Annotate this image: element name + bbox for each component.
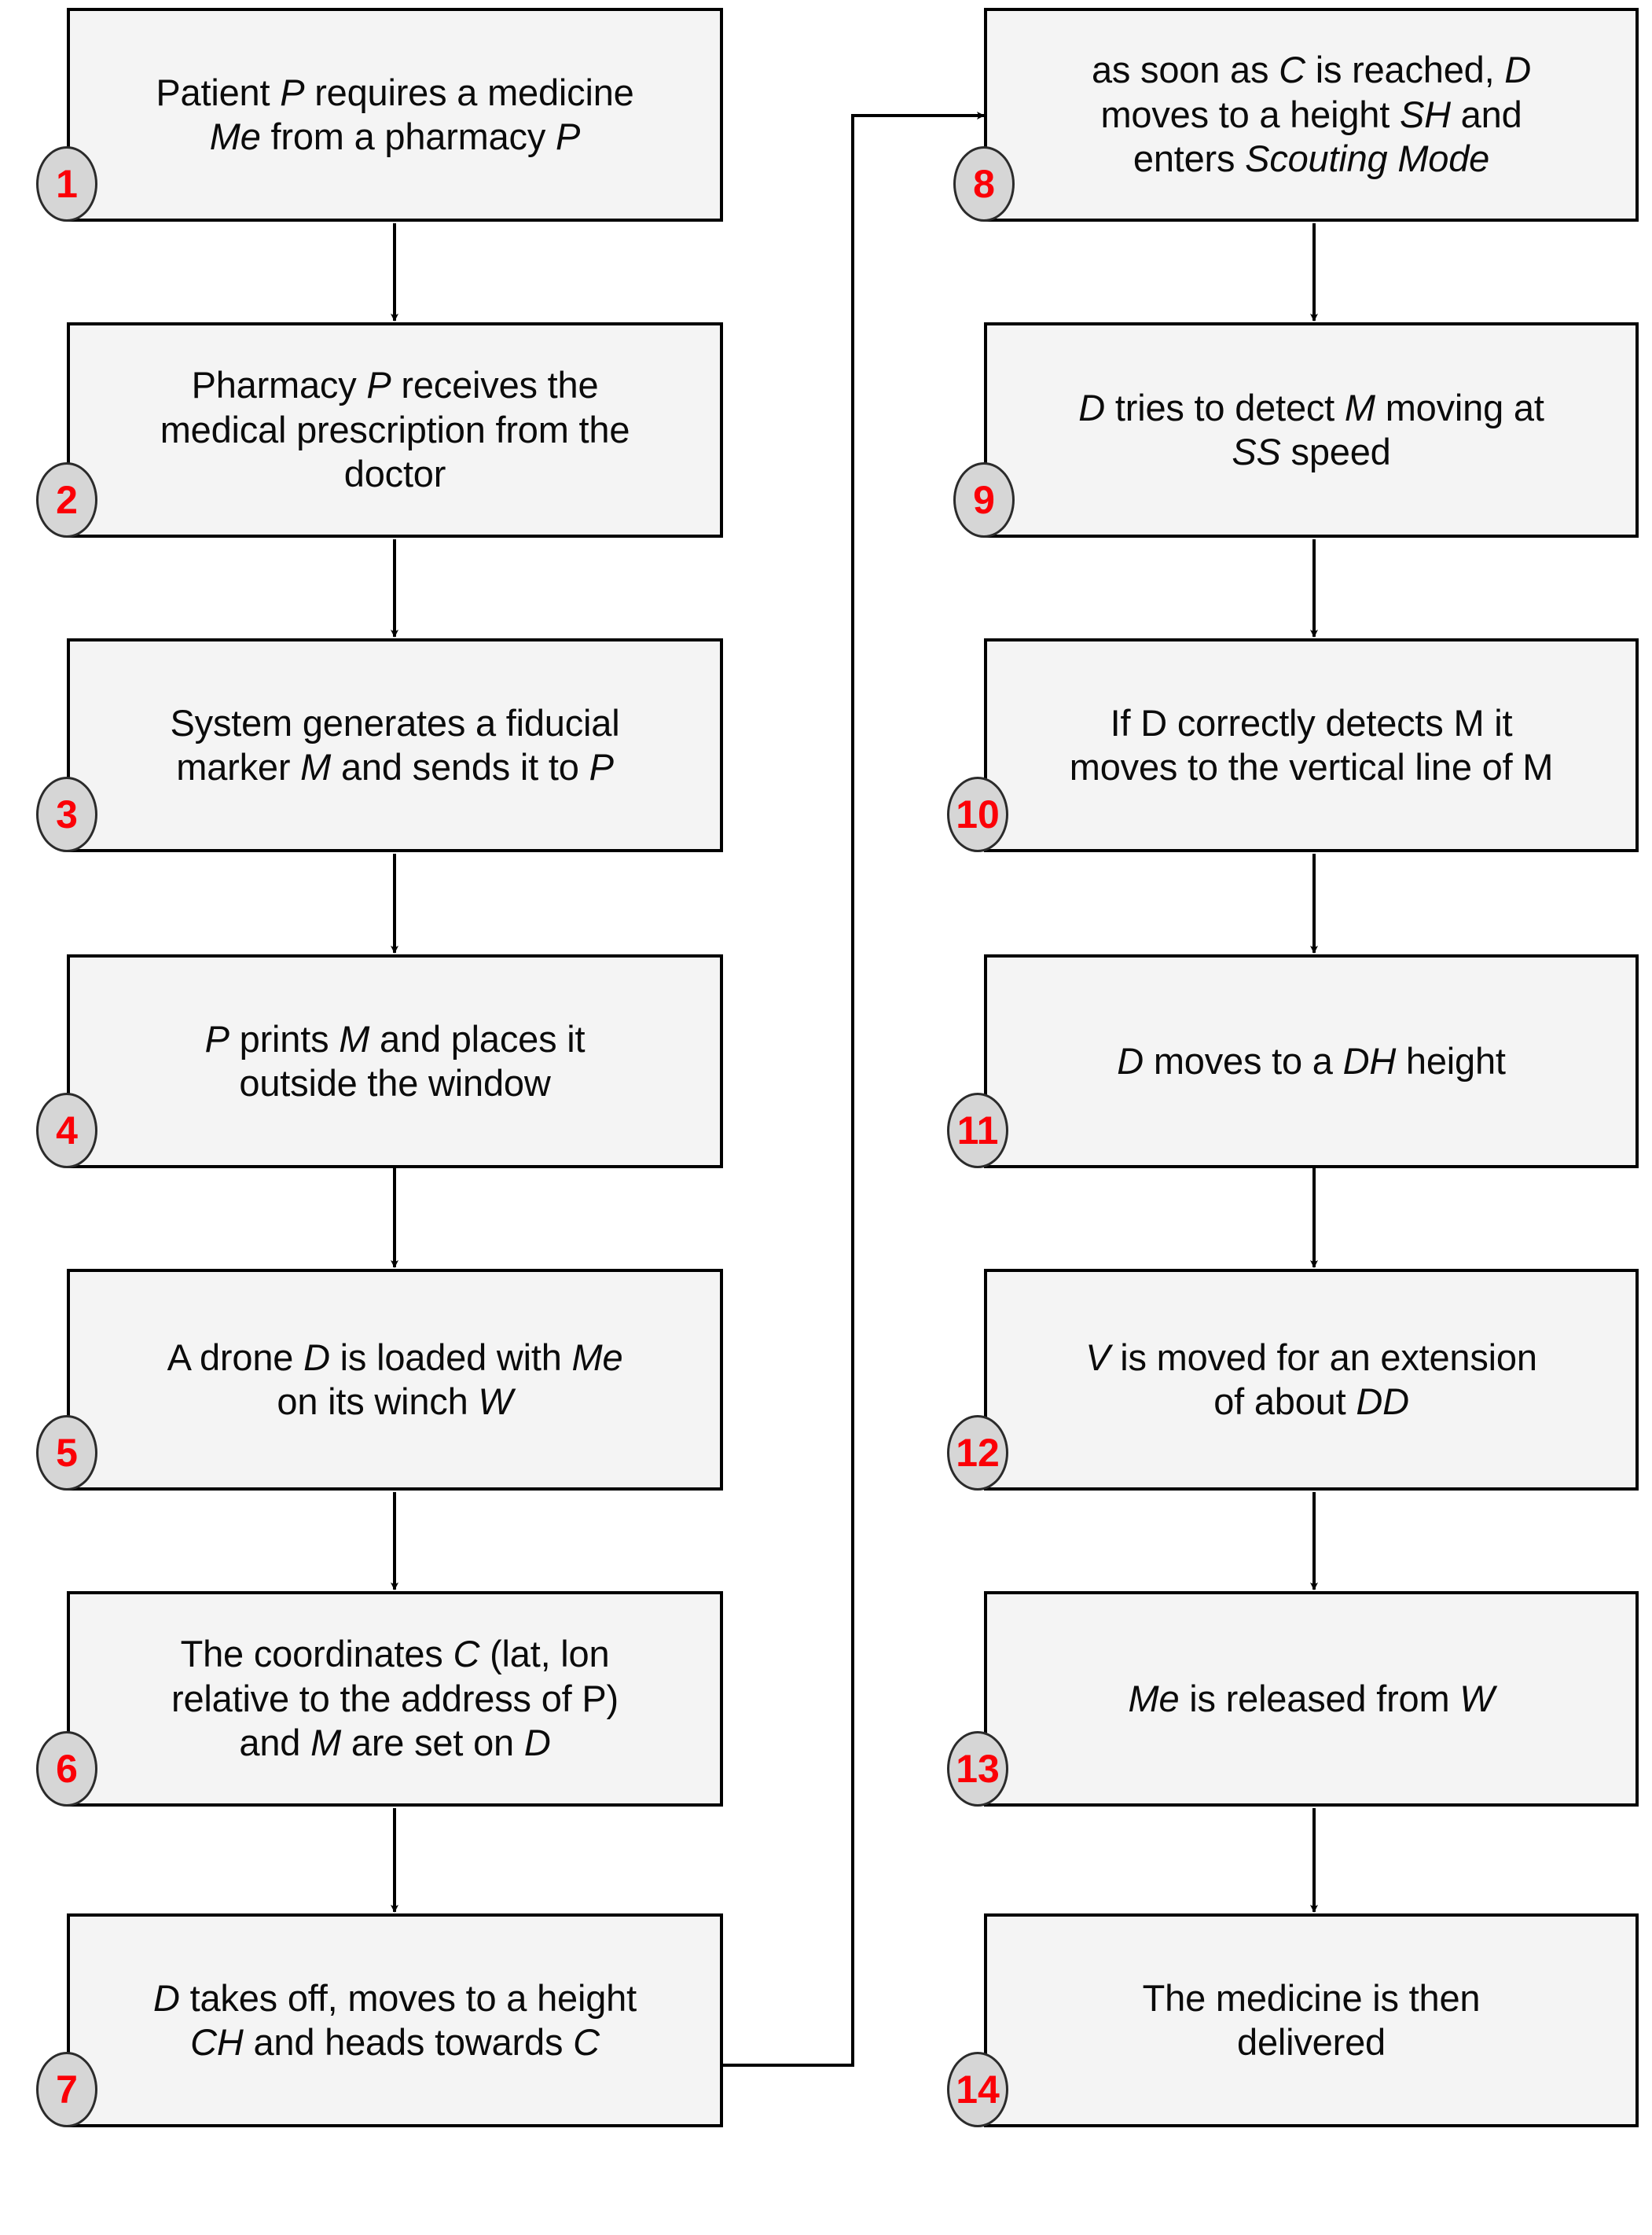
badge-ellipse-2 xyxy=(36,462,97,538)
step-badge-8: 8 xyxy=(953,146,1015,222)
step-badge-6: 6 xyxy=(36,1731,97,1807)
step-badge-12: 12 xyxy=(947,1415,1008,1491)
flow-step-13[interactable]: Me is released from W xyxy=(984,1591,1639,1807)
step-badge-9: 9 xyxy=(953,462,1015,538)
step-badge-5: 5 xyxy=(36,1415,97,1491)
badge-ellipse-7 xyxy=(36,2052,97,2127)
step-badge-13: 13 xyxy=(947,1731,1008,1807)
badge-ellipse-10 xyxy=(947,777,1008,852)
badge-ellipse-9 xyxy=(953,462,1015,538)
flow-step-11-label: D moves to a DH height xyxy=(1117,1039,1506,1082)
badge-number-6: 6 xyxy=(56,1747,78,1791)
badge-number-8: 8 xyxy=(973,162,995,206)
badge-ellipse-13 xyxy=(947,1731,1008,1807)
badge-number-3: 3 xyxy=(56,792,78,836)
badge-number-13: 13 xyxy=(956,1747,1000,1791)
step-badge-1: 1 xyxy=(36,146,97,222)
badge-number-1: 1 xyxy=(56,162,78,206)
step-badge-2: 2 xyxy=(36,462,97,538)
badge-ellipse-4 xyxy=(36,1093,97,1168)
step-badge-7: 7 xyxy=(36,2052,97,2127)
step-badge-11: 11 xyxy=(947,1093,1008,1168)
badge-number-14: 14 xyxy=(956,2068,1000,2112)
step-badge-3: 3 xyxy=(36,777,97,852)
step-badge-4: 4 xyxy=(36,1093,97,1168)
flow-step-13-label: Me is released from W xyxy=(1128,1677,1495,1719)
step-badge-14: 14 xyxy=(947,2052,1008,2127)
step-badge-10: 10 xyxy=(947,777,1008,852)
badge-number-2: 2 xyxy=(56,478,78,522)
badge-number-4: 4 xyxy=(56,1108,78,1152)
badge-number-12: 12 xyxy=(956,1431,1000,1475)
badge-ellipse-6 xyxy=(36,1731,97,1807)
badge-ellipse-12 xyxy=(947,1415,1008,1491)
badge-ellipse-11 xyxy=(947,1093,1008,1168)
badge-ellipse-14 xyxy=(947,2052,1008,2127)
badge-ellipse-1 xyxy=(36,146,97,222)
flow-step-11[interactable]: D moves to a DH height xyxy=(984,954,1639,1168)
badge-number-5: 5 xyxy=(56,1431,78,1475)
badge-number-7: 7 xyxy=(56,2068,78,2112)
badge-number-9: 9 xyxy=(973,478,995,522)
edge-7-8 xyxy=(721,112,985,2067)
badge-number-11: 11 xyxy=(956,1108,999,1152)
badge-ellipse-8 xyxy=(953,146,1015,222)
badge-number-10: 10 xyxy=(956,792,1000,836)
badge-ellipse-3 xyxy=(36,777,97,852)
badge-ellipse-5 xyxy=(36,1415,97,1491)
